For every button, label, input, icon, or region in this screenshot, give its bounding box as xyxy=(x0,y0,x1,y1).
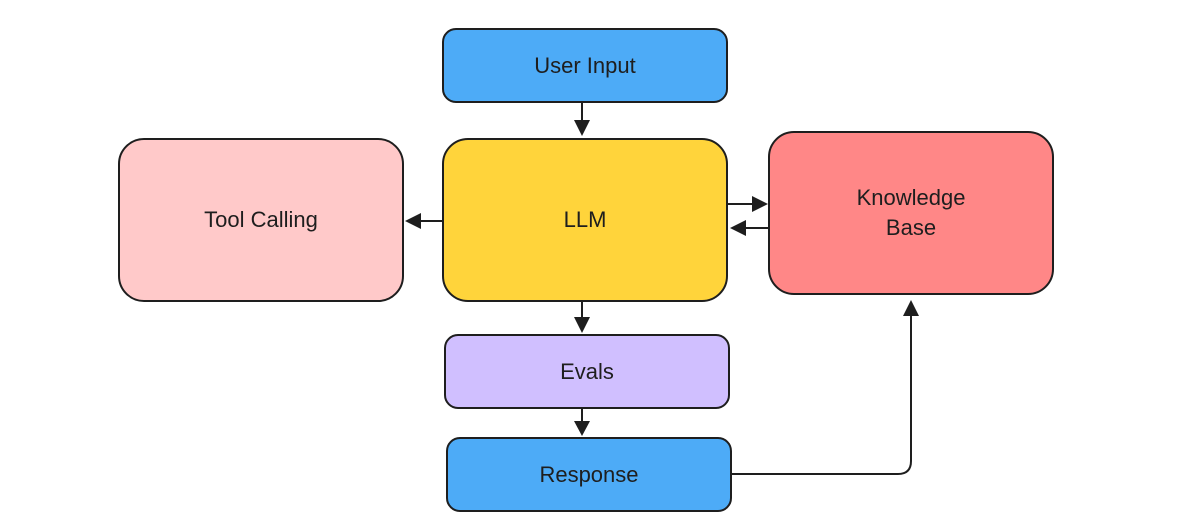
edge-llm-to-tool-calling xyxy=(405,213,442,229)
llm-node: LLM xyxy=(442,138,728,302)
tool-calling-label: Tool Calling xyxy=(204,207,318,232)
edge-response-to-knowledge-base xyxy=(732,300,919,475)
user-input-label: User Input xyxy=(534,52,636,78)
edge-knowledge-base-to-llm xyxy=(730,220,768,236)
response-label: Response xyxy=(539,461,639,487)
evals-label: Evals xyxy=(560,358,614,384)
llm-label: LLM xyxy=(563,207,607,232)
tool-calling-node: Tool Calling xyxy=(118,138,404,302)
user-input-node: User Input xyxy=(442,28,728,103)
evals-node: Evals xyxy=(444,334,730,409)
response-node: Response xyxy=(446,437,732,512)
knowledge-base-label: Knowledge Base xyxy=(856,185,966,240)
knowledge-base-node: Knowledge Base xyxy=(768,131,1054,295)
edge-llm-to-evals xyxy=(574,302,590,333)
edge-evals-to-response xyxy=(574,409,590,436)
edge-llm-to-knowledge-base xyxy=(728,196,768,212)
edge-user-input-to-llm xyxy=(574,103,590,136)
